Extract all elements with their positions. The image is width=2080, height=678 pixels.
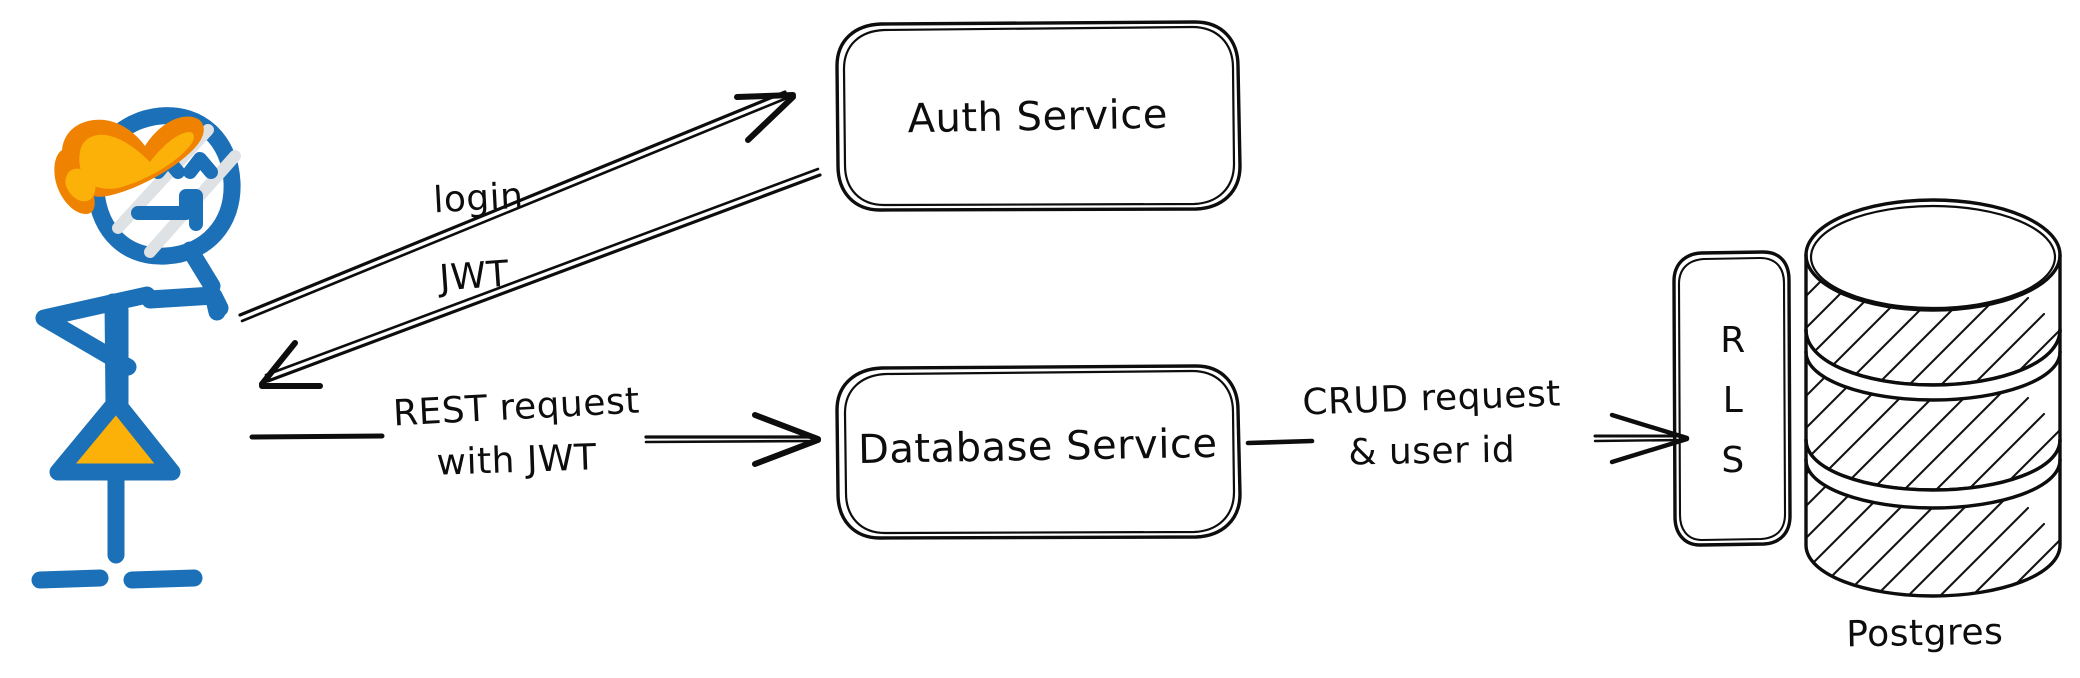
left-foot (31, 569, 109, 589)
stick-figure-user (31, 107, 241, 589)
postgres-top-face (1806, 200, 2060, 310)
postgres-divider-2-top (1804, 438, 2062, 492)
edge-label-crud-line1: CRUD request (1302, 374, 1562, 424)
rls-letter-r: R (1720, 320, 1746, 361)
login-arrow-line-a (238, 90, 787, 317)
postgres-divider-1-bottom (1804, 350, 2062, 402)
postgres-top-ellipse-inner (1809, 204, 2057, 310)
node-postgres-database[interactable]: Postgres (1708, 138, 2080, 678)
jwt-arrow-line-b (264, 167, 820, 377)
rls-letter-l: L (1723, 380, 1744, 421)
rest-line-right-b (644, 439, 814, 444)
postgres-divider-1-top (1804, 328, 2062, 387)
crud-line-right-b (1593, 438, 1685, 443)
login-arrowhead-top (734, 92, 796, 100)
auth-service-box-outline-2 (842, 25, 1236, 207)
node-database-service[interactable]: Database Service (835, 364, 1242, 540)
database-service-box-outline (835, 364, 1242, 540)
auth-service-box-outline (835, 20, 1242, 212)
smile-icon (131, 189, 203, 231)
postgres-segment-3-body (1804, 458, 2062, 598)
edge-label-jwt: JWT (436, 254, 511, 300)
hat-inner-shape (79, 132, 194, 189)
edge-jwt: JWT (259, 167, 822, 389)
rest-line-left (249, 433, 385, 440)
login-arrow-line-b (240, 96, 789, 323)
rls-box-outline-2 (1677, 256, 1787, 542)
node-auth-service[interactable]: Auth Service (835, 20, 1242, 212)
auth-service-label: Auth Service (907, 92, 1168, 143)
postgres-divider-2-bottom (1804, 458, 2062, 510)
database-service-box-outline-2 (843, 369, 1236, 535)
edge-crud-request: CRUD request & user id (1245, 374, 1690, 474)
skirt-fill (62, 402, 170, 470)
postgres-divider-1-fill (1806, 330, 2060, 400)
hat-knot-shape (65, 168, 96, 202)
jwt-arrowhead-top (259, 340, 298, 387)
edge-login: login (238, 90, 796, 323)
right-foot (123, 569, 203, 589)
edge-label-crud-line2: & user id (1348, 430, 1516, 474)
edge-rest-request: REST request with JWT (249, 381, 821, 484)
rls-letter-s: S (1721, 440, 1744, 481)
head-outline (87, 107, 241, 265)
postgres-caption: Postgres (1846, 612, 2004, 656)
rls-box-outline (1672, 250, 1792, 547)
node-rls[interactable]: R L S (1672, 250, 1792, 547)
neck (181, 241, 221, 295)
right-eye-icon (183, 152, 218, 179)
login-arrowhead-bottom (745, 94, 796, 143)
crud-line-left (1245, 438, 1315, 446)
edge-label-login: login (432, 176, 524, 222)
left-arm (35, 286, 156, 376)
right-arm (141, 286, 226, 321)
rest-arrowhead-bottom (752, 437, 821, 467)
postgres-divider-2-fill (1806, 440, 2060, 508)
database-service-label: Database Service (858, 421, 1218, 473)
edge-label-rest-line2: with JWT (436, 437, 598, 484)
edge-label-rest-line1: REST request (392, 381, 641, 435)
rest-arrowhead-top (752, 412, 821, 442)
jwt-arrow-line-a (266, 173, 822, 383)
